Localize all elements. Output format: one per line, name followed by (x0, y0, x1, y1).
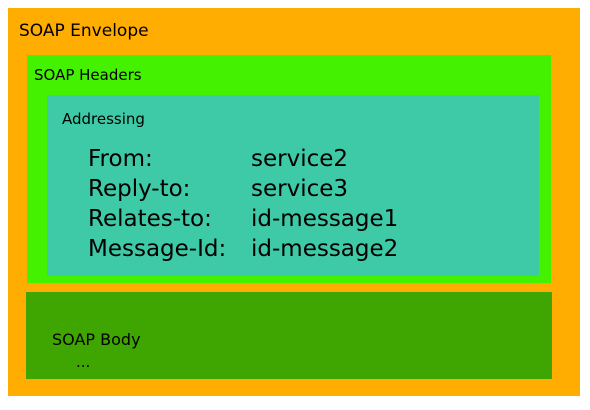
soap-body-ellipsis: ... (76, 353, 91, 371)
reply-to-key: Reply-to: (88, 176, 191, 202)
from-value: service2 (251, 146, 349, 172)
relates-to-value: id-message1 (251, 206, 399, 232)
soap-body-label: SOAP Body (52, 330, 141, 349)
addressing-box (47, 95, 539, 276)
soap-body-box (26, 292, 552, 379)
from-key: From: (88, 146, 153, 172)
message-id-value: id-message2 (251, 236, 399, 262)
addressing-label: Addressing (62, 110, 145, 128)
relates-to-key: Relates-to: (88, 206, 212, 232)
soap-headers-label: SOAP Headers (34, 66, 142, 84)
reply-to-value: service3 (251, 176, 349, 202)
message-id-key: Message-Id: (88, 236, 227, 262)
soap-envelope-label: SOAP Envelope (19, 21, 149, 41)
